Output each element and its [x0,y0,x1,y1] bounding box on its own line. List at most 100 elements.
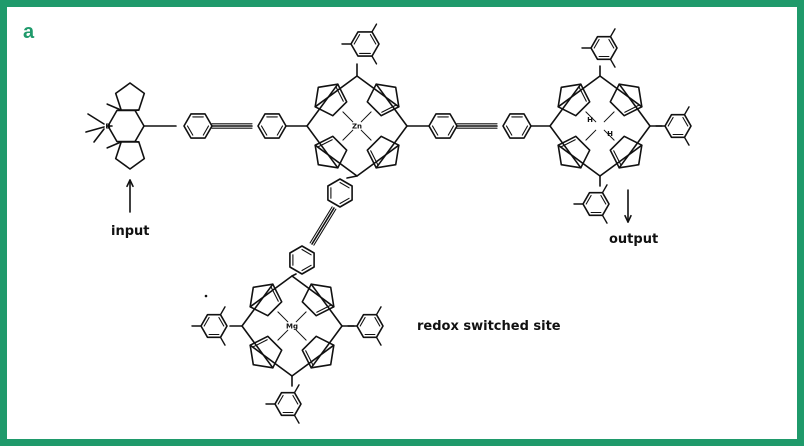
redox-porphyrin-n-bond [277,329,289,341]
redox-left-mesityl-double-bond [203,316,210,327]
redox-porphyrin-metal-label: Mg [286,323,298,331]
linker-phenyl-double-bond [260,125,268,136]
zn-porphyrin-n-bond [342,111,354,123]
output-arrow-head [624,214,632,223]
linker-phenyl-double-bond [521,125,529,136]
free-base-porphyrin-n-bond [585,129,597,141]
output-label: output [609,232,659,247]
zn-top-mesityl-methyl [371,55,378,65]
free-base-porphyrin-meso-bridge [557,75,643,108]
bodipy-central-ring [107,109,145,143]
fb-bottom-mesityl [582,191,610,217]
bodipy-bottom-pyrrole [114,141,146,170]
redox-switched-site-label: redox switched site [417,319,561,334]
free-base-porphyrin-n-bond [603,111,615,123]
free-base-porphyrin-nh-label: H [607,130,613,138]
free-base-porphyrin-meso-bridge [549,83,582,169]
zn-porphyrin-pyrrole-ring [366,83,400,117]
bodipy-methyl [106,141,122,149]
zn-top-mesityl-double-bond [353,34,361,45]
vertical-linker-phenyl [327,178,353,208]
free-base-porphyrin-n-bond [585,111,597,123]
zn-porphyrin-pyrrole-ring [314,135,348,169]
linker-phenyl-double-bond [505,125,513,136]
linker-phenyl-double-bond [276,125,284,136]
zn-porphyrin-meso-bridge [375,83,408,169]
fb-bottom-mesityl-methyl [601,184,608,194]
linker-phenyl-double-bond [186,125,194,136]
linker-phenyl-double-bond [431,125,439,136]
fb-top-mesityl-double-bond [593,38,600,49]
redox-left-mesityl-double-bond [218,316,225,327]
bodipy-boron-label: B [105,123,110,131]
redox-right-mesityl-double-bond [359,316,366,327]
fb-top-mesityl-double-bond [608,38,615,49]
free-base-porphyrin-pyrrole-ring [557,83,591,117]
redox-porphyrin-pyrrole-ring [301,283,335,317]
zn-porphyrin-meso-bridge [314,144,400,177]
redox-porphyrin-meso-bridge [241,283,274,369]
vertical-linker-phenyl-double-bond [339,197,350,205]
redox-porphyrin-pyrrole-ring [249,283,283,317]
bodipy-boron-substituent [87,113,105,125]
zn-porphyrin-metal-label: Zn [352,123,362,131]
input-arrow-head [126,179,134,188]
redox-porphyrin-meso-bridge [249,275,335,308]
zn-top-mesityl [350,31,380,57]
redox-porphyrin-n-bond [295,329,307,341]
bodipy-top-pyrrole [114,82,146,111]
redox-right-mesityl-methyl [375,336,382,346]
redox-left-mesityl-methyl [219,336,226,346]
fb-right-mesityl-methyl [683,106,690,116]
linker-phenyl [502,113,532,139]
linker-phenyl [428,113,458,139]
fb-bottom-mesityl-methyl [601,214,608,224]
stray-dot [204,294,208,298]
redox-bottom-mesityl-methyl [293,384,300,394]
fb-right-mesityl-double-bond [667,116,674,127]
fb-bottom-mesityl-double-bond [585,194,592,205]
redox-left-mesityl [200,313,228,339]
redox-porphyrin-pyrrole-ring [249,335,283,369]
fb-top-mesityl-methyl [609,28,616,38]
zn-porphyrin-n-bond [342,129,354,141]
free-base-porphyrin-pyrrole-ring [609,83,643,117]
free-base-porphyrin-meso-bridge [618,83,651,169]
free-base-porphyrin [549,75,651,177]
linker-phenyl [183,113,213,139]
fb-top-mesityl-methyl [609,58,616,68]
vertical-linker-phenyl [289,245,315,275]
vertical-linker-alkyne-2 [309,206,333,244]
vertical-linker-phenyl-double-bond [301,264,312,272]
input-label: input [111,224,150,239]
vertical-linker-bond [346,175,358,179]
linker-phenyl [257,113,287,139]
free-base-porphyrin-nh-label: H [587,116,593,124]
zn-porphyrin-meso-bridge [314,75,400,108]
zn-top-mesityl-double-bond [369,34,377,45]
fb-right-mesityl [664,113,692,139]
redox-bottom-mesityl-double-bond [292,394,299,405]
free-base-porphyrin-n-bond [603,129,615,141]
redox-porphyrin-n-bond [295,311,307,323]
fb-top-mesityl [590,35,618,61]
redox-right-mesityl [356,313,384,339]
redox-porphyrin-pyrrole-ring [301,335,335,369]
free-base-porphyrin-meso-bridge [557,144,643,177]
fb-bottom-mesityl-double-bond [600,194,607,205]
zn-porphyrin-pyrrole-ring [314,83,348,117]
zn-porphyrin-n-bond [360,111,372,123]
redox-left-mesityl-methyl [219,306,226,316]
redox-bottom-mesityl-double-bond [277,394,284,405]
linker-phenyl-double-bond [447,125,455,136]
fb-right-mesityl-double-bond [682,116,689,127]
zn-porphyrin-n-bond [360,129,372,141]
bodipy-methyl [106,103,122,111]
bodipy-boron-substituent [93,128,105,143]
zn-top-mesityl-methyl [371,23,378,33]
vertical-linker-alkyne-3 [313,208,337,246]
zn-porphyrin-meso-bridge [306,83,339,169]
fb-right-mesityl-methyl [683,136,690,146]
